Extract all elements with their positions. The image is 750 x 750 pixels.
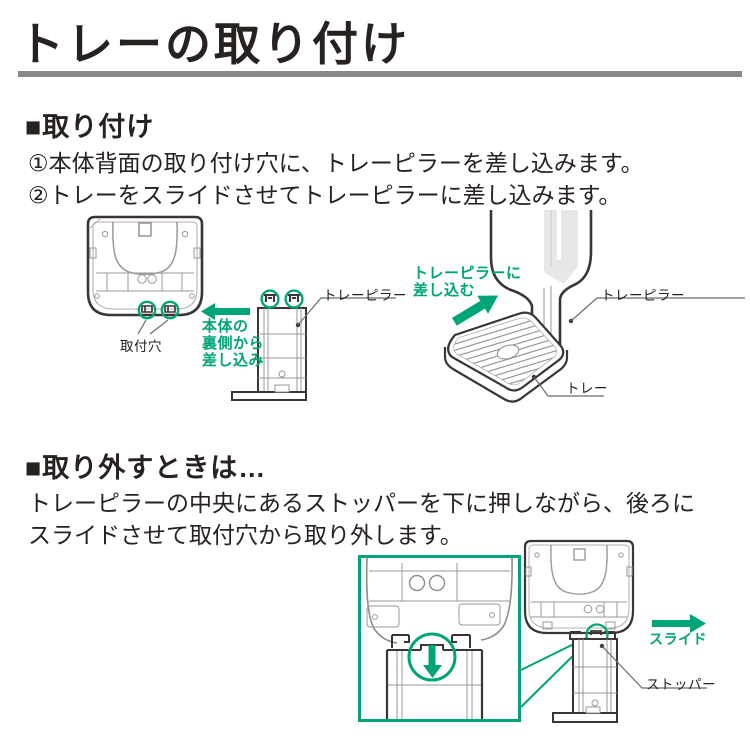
- arrow-up-right-icon: [452, 295, 499, 326]
- device-bottom-illustration: [489, 210, 593, 358]
- install-heading: ■取り付け: [25, 112, 155, 142]
- slide-label: スライド: [649, 631, 707, 647]
- arrow-left-icon: [201, 303, 250, 320]
- stopper-detail-illustration: [365, 558, 513, 719]
- install-step-1: ①本体背面の取り付け穴に、トレーピラーを差し込みます。: [28, 150, 644, 176]
- arrow-right-icon: [652, 614, 706, 633]
- insert-from-back-note: 本体の 裏側から 差し込み: [202, 318, 265, 369]
- install-step-2: ②トレーをスライドさせてトレーピラーに差し込みます。: [28, 182, 622, 208]
- tray-pillar-label-right: トレーピラー: [601, 288, 685, 303]
- remove-heading: ■取り外すときは…: [25, 453, 267, 483]
- tray-illustration: [443, 297, 745, 403]
- stopper-label: ストッパー: [646, 677, 716, 692]
- tray-label: トレー: [566, 381, 608, 396]
- title-underline: [18, 71, 742, 77]
- remove-figure: [358, 539, 707, 723]
- remove-line-2: スライドさせて取付穴から取り外します。: [28, 522, 463, 548]
- device-with-pillar-illustration: [523, 539, 707, 723]
- tray-pillar-label-left: トレーピラー: [323, 288, 407, 303]
- page-title: トレーの取り付け: [18, 18, 410, 70]
- mount-holes-label: 取付穴: [120, 339, 162, 354]
- device-back-illustration: [86, 215, 204, 335]
- remove-line-1: トレーピラーの中央にあるストッパーを下に押しながら、後ろに: [28, 490, 695, 516]
- insert-into-pillar-note: トレーピラーに 差し込む: [413, 265, 522, 299]
- tray-pillar-illustration: [231, 289, 396, 401]
- install-figure: [86, 210, 745, 403]
